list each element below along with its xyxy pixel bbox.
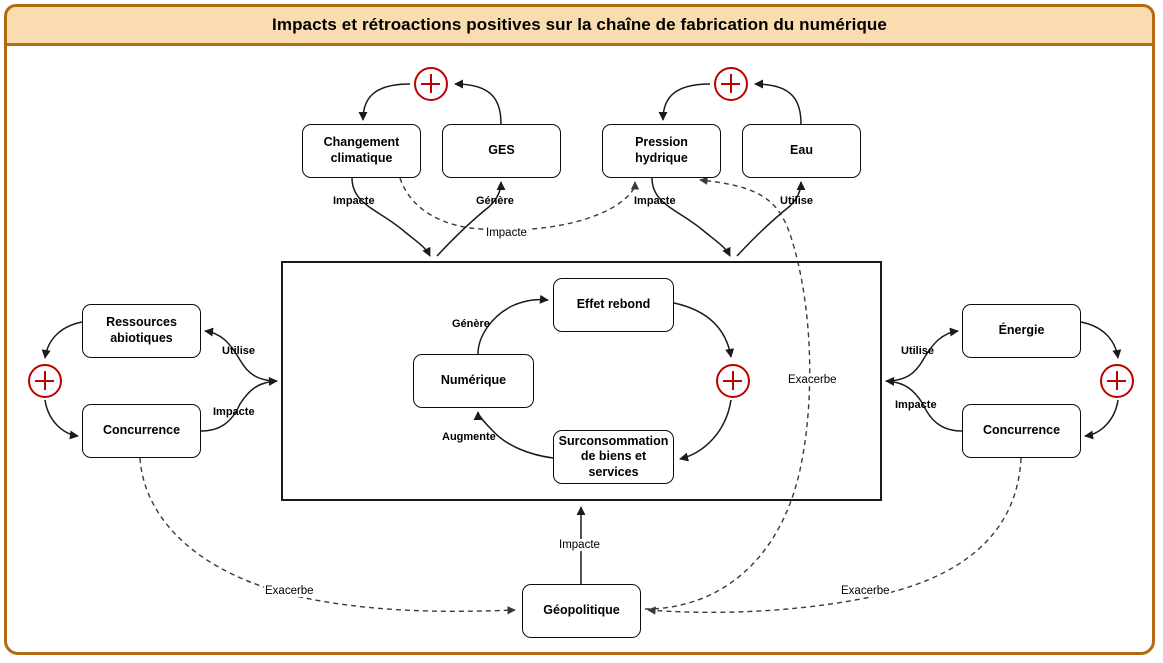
plus-marker-droite — [1100, 364, 1134, 398]
edge-pression-hydrique-to-boundary — [651, 177, 731, 257]
edge-ges-to-plus — [454, 79, 502, 125]
edge-geopolitique-to-pression-hydrique-dashed — [644, 176, 811, 610]
node-label: Effet rebond — [576, 297, 651, 312]
node-label: Eau — [790, 143, 813, 158]
edge-plus-gauche-to-concurrence — [44, 399, 79, 440]
edge-plus-droite-to-concurrence — [1084, 399, 1119, 440]
edge-concurrence-gauche-to-boundary — [200, 376, 278, 432]
edge-label-exacerbe-centre: Exacerbe — [787, 374, 838, 386]
node-label: Numérique — [440, 373, 507, 388]
node-numerique[interactable]: Numérique — [413, 354, 534, 408]
node-concurrence-droite[interactable]: Concurrence — [962, 404, 1081, 458]
node-label: Surconsommation de biens et services — [558, 433, 669, 479]
plus-marker-climat-ges — [414, 67, 448, 101]
edge-surconsommation-to-numerique — [473, 411, 554, 459]
node-effet-rebond[interactable]: Effet rebond — [553, 278, 674, 332]
edge-label-impacte-gauche: Impacte — [213, 406, 255, 418]
edge-boundary-to-ressources-abiotiques — [204, 327, 278, 382]
edge-label-exacerbe-droite: Exacerbe — [840, 585, 891, 597]
node-label: Ressources abiotiques — [106, 315, 177, 345]
node-energie[interactable]: Énergie — [962, 304, 1081, 358]
edge-effet-rebond-to-plus-centre — [673, 302, 735, 358]
edge-energie-to-plus-droite — [1080, 321, 1122, 359]
plus-marker-centre — [716, 364, 750, 398]
edge-label-genere-ges: Génère — [476, 195, 514, 207]
node-label: GES — [488, 143, 515, 158]
edge-boundary-to-ges — [436, 181, 506, 257]
edge-ressources-abiotiques-to-plus-gauche — [41, 321, 83, 359]
edge-label-impacte-geopolitique: Impacte — [558, 539, 601, 551]
edge-concurrence-droite-to-boundary — [885, 376, 963, 432]
edge-plus-to-pression-hydrique — [658, 83, 711, 121]
edge-label-utilise-gauche: Utilise — [222, 345, 256, 357]
plus-marker-eau-pression — [714, 67, 748, 101]
edge-plus-to-changement-climatique — [358, 83, 411, 121]
page-title: Impacts et rétroactions positives sur la… — [272, 15, 887, 34]
node-label: Pression hydrique — [635, 135, 688, 165]
edge-numerique-to-effet-rebond — [477, 294, 549, 355]
node-label: Concurrence — [982, 423, 1061, 438]
node-ressources-abiotiques[interactable]: Ressources abiotiques — [82, 304, 201, 358]
edge-label-impacte-droite: Impacte — [895, 399, 937, 411]
edge-label-exacerbe-gauche: Exacerbe — [264, 585, 315, 597]
edge-boundary-to-energie — [885, 327, 959, 382]
node-label: Géopolitique — [543, 603, 620, 618]
node-label: Énergie — [998, 323, 1045, 338]
system-boundary-rect — [281, 261, 882, 501]
edge-boundary-to-eau — [736, 181, 806, 257]
edge-label-genere-numerique: Génère — [452, 318, 490, 330]
node-ges[interactable]: GES — [442, 124, 561, 178]
edge-label-impacte-climat: Impacte — [333, 195, 375, 207]
node-geopolitique[interactable]: Géopolitique — [522, 584, 641, 638]
edge-concurrence-droite-to-geopolitique-dashed — [647, 457, 1022, 615]
node-surconsommation[interactable]: Surconsommation de biens et services — [553, 430, 674, 484]
node-changement-climatique[interactable]: Changement climatique — [302, 124, 421, 178]
edge-label-impacte-pression: Impacte — [634, 195, 676, 207]
edge-label-impacte-climat-pression: Impacte — [485, 227, 528, 239]
node-label: Concurrence — [102, 423, 181, 438]
plus-marker-gauche — [28, 364, 62, 398]
edge-plus-centre-to-surconsommation — [679, 399, 732, 462]
node-concurrence-gauche[interactable]: Concurrence — [82, 404, 201, 458]
edge-changement-climatique-to-pression-hydrique-dashed — [399, 177, 640, 231]
edge-label-utilise-droite: Utilise — [901, 345, 935, 357]
node-label: Changement climatique — [323, 135, 400, 165]
edge-label-augmente: Augmente — [442, 431, 496, 443]
title-bar: Impacts et rétroactions positives sur la… — [4, 4, 1155, 46]
edge-changement-climatique-to-boundary — [351, 177, 431, 257]
node-eau[interactable]: Eau — [742, 124, 861, 178]
edge-label-utilise-eau: Utilise — [780, 195, 814, 207]
edge-eau-to-plus — [754, 79, 802, 125]
node-pression-hydrique[interactable]: Pression hydrique — [602, 124, 721, 178]
